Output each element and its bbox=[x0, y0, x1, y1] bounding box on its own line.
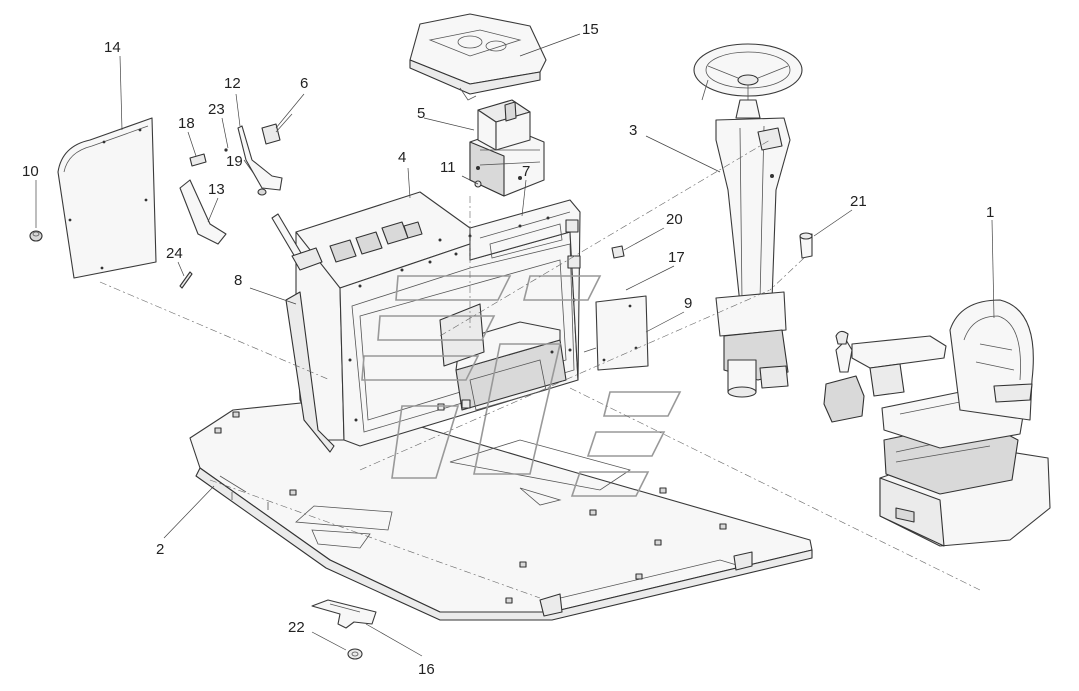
callout-17: 17 bbox=[668, 249, 685, 266]
watermark-logo bbox=[361, 275, 682, 497]
control-module bbox=[469, 99, 545, 197]
bracket-16 bbox=[311, 599, 377, 629]
switch-6 bbox=[261, 113, 293, 145]
top-cover bbox=[409, 13, 547, 101]
callout-2: 2 bbox=[156, 541, 164, 558]
callout-labels: 1 2 3 4 5 6 7 8 9 10 11 12 13 14 15 16 1… bbox=[22, 21, 994, 678]
callout-23: 23 bbox=[208, 101, 225, 118]
callout-13: 13 bbox=[208, 181, 225, 198]
pin-23-19 bbox=[224, 148, 267, 196]
callout-9: 9 bbox=[684, 295, 692, 312]
callout-3: 3 bbox=[629, 122, 637, 139]
callout-11: 11 bbox=[440, 159, 456, 176]
centre-lines bbox=[99, 139, 981, 599]
callout-15: 15 bbox=[582, 21, 599, 38]
bolt-20 bbox=[611, 245, 625, 259]
nut-22 bbox=[347, 648, 363, 660]
callout-14: 14 bbox=[104, 39, 121, 56]
callout-20: 20 bbox=[666, 211, 683, 228]
bolt-18 bbox=[189, 153, 207, 167]
callout-16: 16 bbox=[418, 661, 435, 678]
operator-seat bbox=[823, 299, 1051, 547]
callout-1: 1 bbox=[986, 204, 994, 221]
floor-plate bbox=[189, 399, 813, 621]
callout-10: 10 bbox=[22, 163, 39, 180]
lever-12 bbox=[237, 125, 283, 191]
console-housing bbox=[271, 191, 581, 453]
callout-19: 19 bbox=[226, 153, 243, 170]
callout-8: 8 bbox=[234, 272, 242, 289]
pedal-13 bbox=[179, 179, 227, 245]
callout-18: 18 bbox=[178, 115, 195, 132]
door-panel bbox=[57, 117, 157, 279]
knob-10 bbox=[29, 230, 43, 242]
plug-21 bbox=[799, 232, 813, 259]
panel-9 bbox=[583, 295, 649, 371]
callout-6: 6 bbox=[300, 75, 308, 92]
steering-column bbox=[693, 43, 803, 398]
callout-4: 4 bbox=[398, 149, 406, 166]
callout-21: 21 bbox=[850, 193, 867, 210]
callout-5: 5 bbox=[417, 105, 425, 122]
callout-22: 22 bbox=[288, 619, 305, 636]
screw-24 bbox=[179, 271, 193, 289]
callout-12: 12 bbox=[224, 75, 241, 92]
leader-lines bbox=[35, 33, 995, 657]
callout-24: 24 bbox=[166, 245, 183, 262]
callout-7: 7 bbox=[522, 163, 530, 180]
